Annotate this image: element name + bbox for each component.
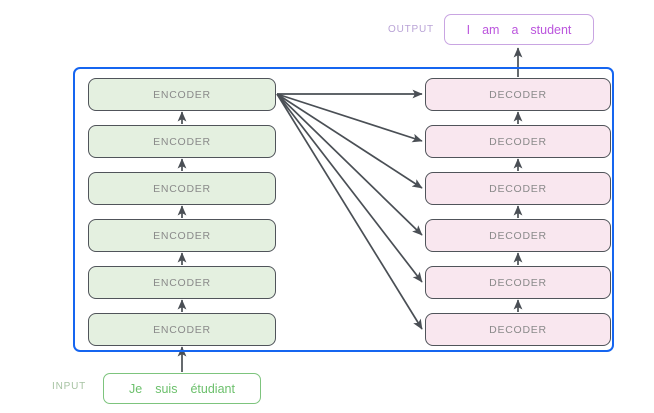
encoder-block-4[interactable]: ENCODER <box>88 219 276 252</box>
output-label: OUTPUT <box>388 24 434 35</box>
decoder-block-label: DECODER <box>489 88 547 101</box>
encoder-block-2[interactable]: ENCODER <box>88 125 276 158</box>
decoder-block-3[interactable]: DECODER <box>425 172 611 205</box>
decoder-block-label: DECODER <box>489 276 547 289</box>
input-sentence-box[interactable]: Je suis étudiant <box>103 373 261 404</box>
decoder-block-label: DECODER <box>489 229 547 242</box>
output-token-3: a <box>511 22 519 37</box>
decoder-block-1[interactable]: DECODER <box>425 78 611 111</box>
input-label: INPUT <box>52 381 86 392</box>
encoder-block-label: ENCODER <box>153 323 211 336</box>
input-token-3: étudiant <box>190 381 235 396</box>
output-sentence-box[interactable]: I am a student <box>444 14 594 45</box>
encoder-block-label: ENCODER <box>153 135 211 148</box>
encoder-block-label: ENCODER <box>153 229 211 242</box>
input-token-2: suis <box>155 381 178 396</box>
encoder-block-1[interactable]: ENCODER <box>88 78 276 111</box>
output-token-4: student <box>530 22 572 37</box>
decoder-block-6[interactable]: DECODER <box>425 313 611 346</box>
decoder-block-5[interactable]: DECODER <box>425 266 611 299</box>
decoder-block-4[interactable]: DECODER <box>425 219 611 252</box>
transformer-stack-container <box>73 67 614 352</box>
encoder-block-6[interactable]: ENCODER <box>88 313 276 346</box>
decoder-block-label: DECODER <box>489 182 547 195</box>
encoder-block-label: ENCODER <box>153 182 211 195</box>
output-token-1: I <box>466 22 471 37</box>
encoder-block-3[interactable]: ENCODER <box>88 172 276 205</box>
decoder-block-label: DECODER <box>489 323 547 336</box>
encoder-block-5[interactable]: ENCODER <box>88 266 276 299</box>
decoder-block-label: DECODER <box>489 135 547 148</box>
encoder-block-label: ENCODER <box>153 88 211 101</box>
encoder-block-label: ENCODER <box>153 276 211 289</box>
output-token-2: am <box>482 22 500 37</box>
decoder-block-2[interactable]: DECODER <box>425 125 611 158</box>
input-token-1: Je <box>129 381 143 396</box>
